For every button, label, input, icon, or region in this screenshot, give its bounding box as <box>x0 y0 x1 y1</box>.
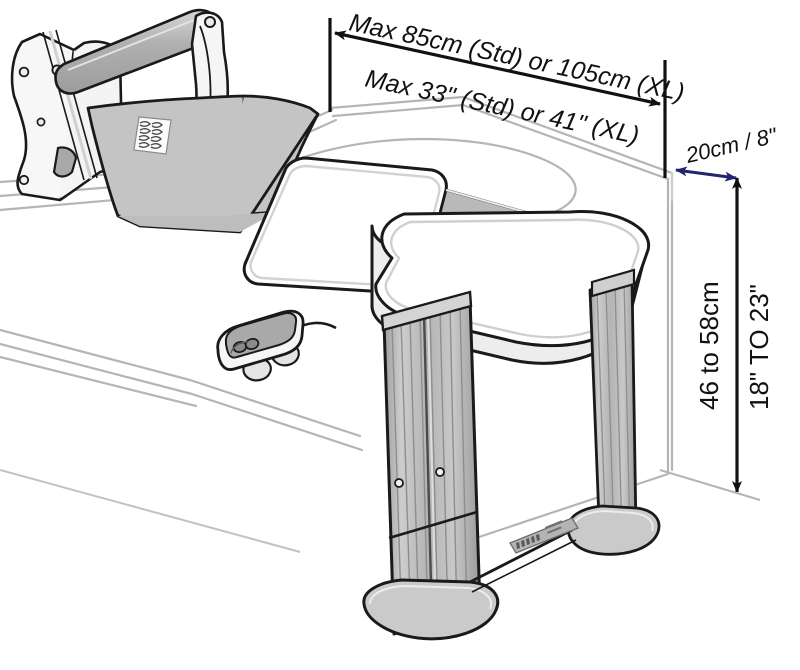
dimension-depth: 20cm / 8" <box>675 123 781 182</box>
bath-edge-guide-lines <box>0 469 301 553</box>
dimension-height-metric-label: 46 to 58cm <box>694 281 724 410</box>
dimension-height-imperial-label: 18" TO 23" <box>744 284 774 410</box>
dimension-height: 46 to 58cm 18" TO 23" <box>659 177 774 501</box>
base-cross-tie <box>469 528 577 593</box>
lift-column-front <box>362 290 500 641</box>
backrest-panel <box>86 94 320 234</box>
hand-control-remote <box>216 309 337 382</box>
brand-logo-plate <box>509 517 579 554</box>
lift-column-rear <box>566 268 661 556</box>
dimension-width: Max 85cm (Std) or 105cm (XL) Max 33" (St… <box>328 8 687 178</box>
backrest-care-label <box>133 116 172 155</box>
dimension-depth-label: 20cm / 8" <box>683 123 781 169</box>
